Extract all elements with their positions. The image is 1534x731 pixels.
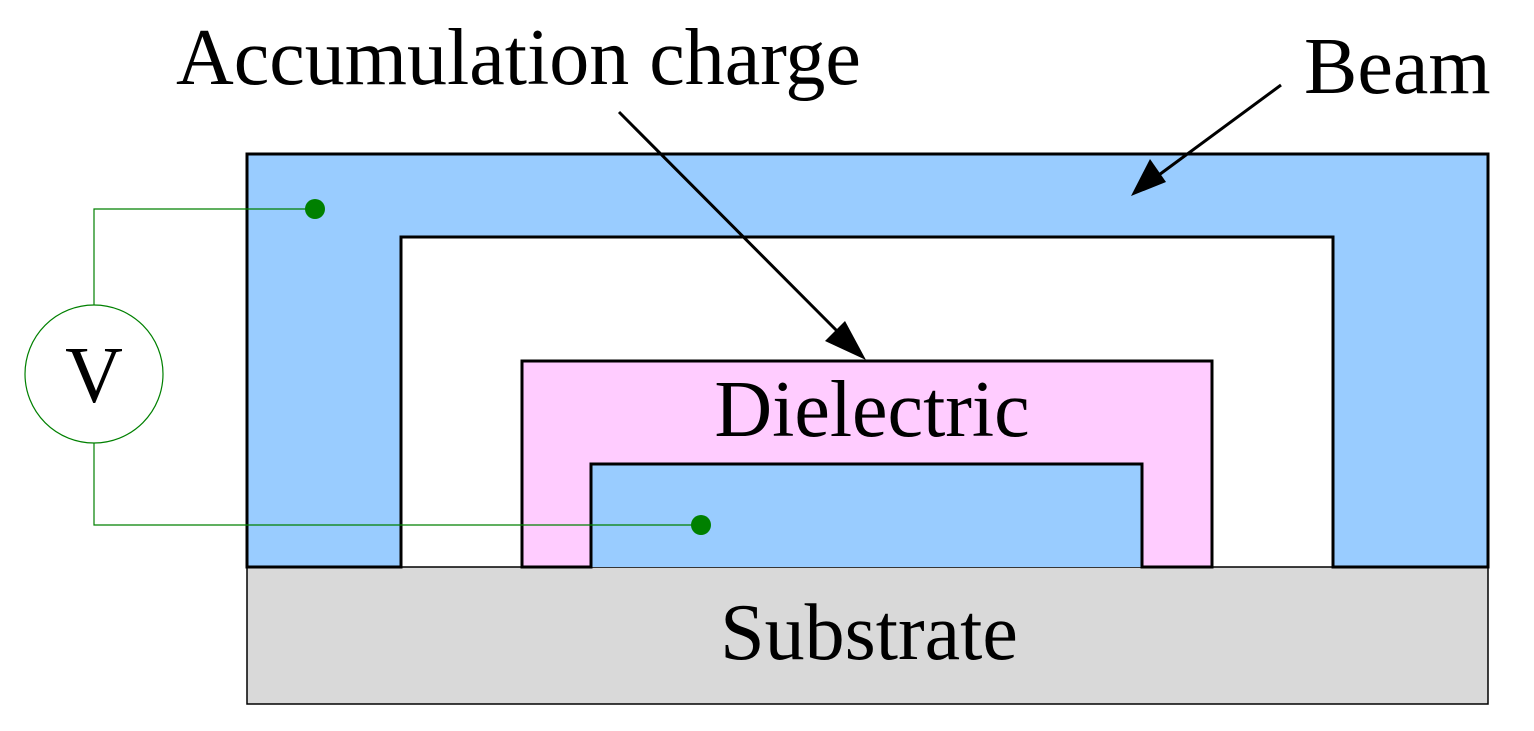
accumulation-charge-label: Accumulation charge [176,14,861,102]
dielectric-label: Dielectric [714,366,1029,454]
beam-contact-dot [305,199,325,219]
electrode-contact-dot [691,515,711,535]
substrate-label: Substrate [720,589,1018,677]
wire-bottom [93,443,701,526]
voltage-source-circle [24,304,164,444]
beam-label: Beam [1304,23,1491,111]
wire-top [93,208,315,305]
substrate-layer [246,566,1489,705]
beam-arrow [1147,83,1282,185]
beam-arrowhead [1131,159,1166,196]
voltage-source-label: V [65,332,123,420]
bottom-electrode [589,462,1144,567]
accumulation-charge-arrowhead [825,321,866,360]
accumulation-charge-arrow [617,110,854,348]
